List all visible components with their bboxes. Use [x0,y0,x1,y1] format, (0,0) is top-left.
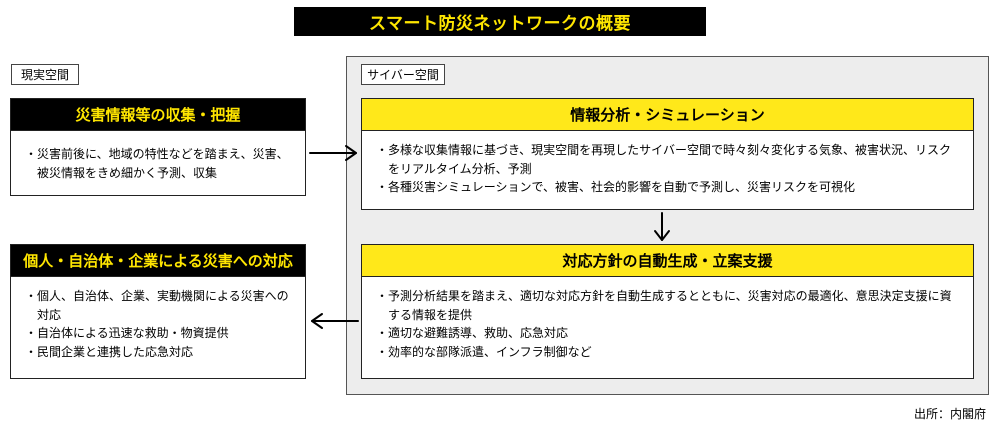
cyber-space-label: サイバー空間 [361,64,445,85]
list-item: 多様な収集情報に基づき、現実空間を再現したサイバー空間で時々刻々変化する気象、被… [376,141,961,178]
collection-box: 災害情報等の収集・把握 災害前後に、地域の特性などを踏まえ、災害、被災情報をきめ… [10,98,306,196]
list-item: 自治体による迅速な救助・物資提供 [25,324,293,343]
page-title: スマート防災ネットワークの概要 [294,7,706,36]
arrow-left-icon [311,313,359,329]
planning-list: 予測分析結果を踏まえ、適切な対応方針を自動生成するとともに、災害対応の最適化、意… [362,277,973,361]
collection-list: 災害前後に、地域の特性などを踏まえ、災害、被災情報をきめ細かく予測、収集 [11,131,305,182]
arrow-down-icon [654,212,670,241]
analysis-heading: 情報分析・シミュレーション [362,99,973,131]
planning-box: 対応方針の自動生成・立案支援 予測分析結果を踏まえ、適切な対応方針を自動生成する… [361,244,974,379]
source-note: 出所：内閣府 [913,407,986,421]
list-item: 個人、自治体、企業、実動機関による災害への対応 [25,287,293,324]
collection-heading: 災害情報等の収集・把握 [11,99,305,131]
list-item: 効率的な部隊派遣、インフラ制御など [376,343,961,362]
list-item: 適切な避難誘導、救助、応急対応 [376,324,961,343]
analysis-list: 多様な収集情報に基づき、現実空間を再現したサイバー空間で時々刻々変化する気象、被… [362,131,973,197]
list-item: 民間企業と連携した応急対応 [25,343,293,362]
response-list: 個人、自治体、企業、実動機関による災害への対応 自治体による迅速な救助・物資提供… [11,277,305,361]
list-item: 災害前後に、地域の特性などを踏まえ、災害、被災情報をきめ細かく予測、収集 [25,145,293,182]
analysis-box: 情報分析・シミュレーション 多様な収集情報に基づき、現実空間を再現したサイバー空… [361,98,974,210]
real-space-label: 現実空間 [11,64,79,85]
planning-heading: 対応方針の自動生成・立案支援 [362,245,973,277]
arrow-right-icon [309,145,357,161]
list-item: 予測分析結果を踏まえ、適切な対応方針を自動生成するとともに、災害対応の最適化、意… [376,287,961,324]
response-box: 個人・自治体・企業による災害への対応 個人、自治体、企業、実動機関による災害への… [10,244,306,379]
response-heading: 個人・自治体・企業による災害への対応 [11,245,305,277]
list-item: 各種災害シミュレーションで、被害、社会的影響を自動で予測し、災害リスクを可視化 [376,178,961,197]
